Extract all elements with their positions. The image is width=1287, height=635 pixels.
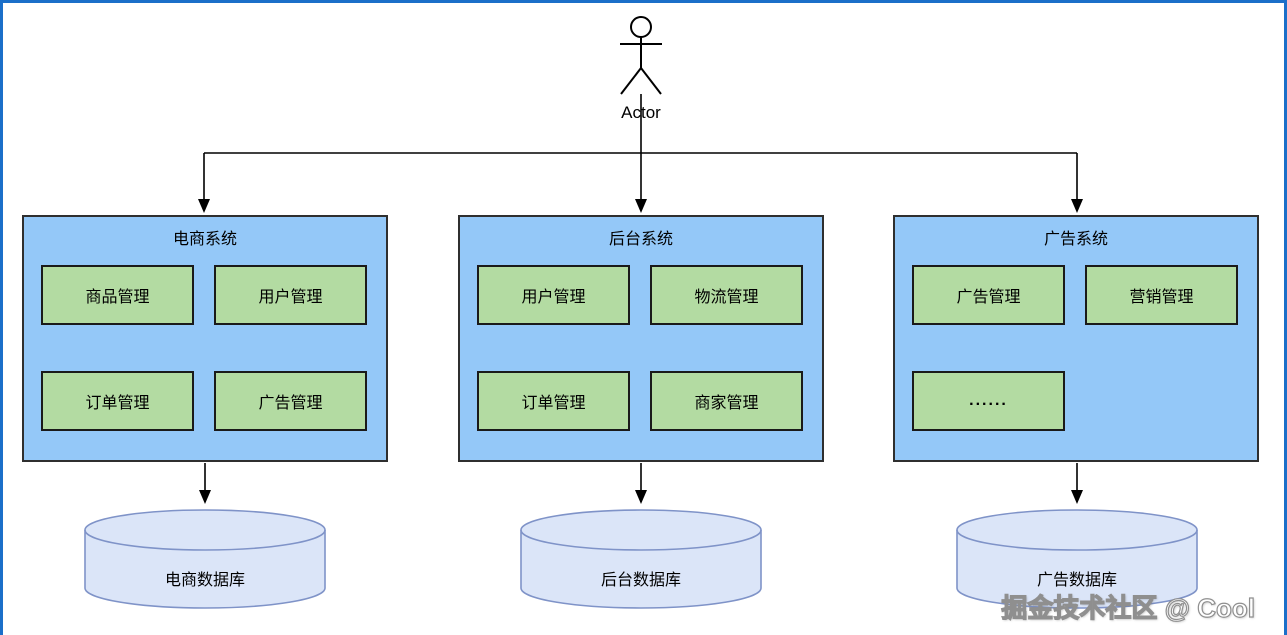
system-box-backend: 后台系统 用户管理 物流管理 订单管理 商家管理 [458,215,824,462]
system-box-ecommerce: 电商系统 商品管理 用户管理 订单管理 广告管理 [22,215,388,462]
actor-icon [620,16,662,95]
actor-label: Actor [621,103,661,122]
database-cylinders [84,509,1198,609]
ecommerce-db-cylinder [84,509,326,609]
database-label-backend: 后台数据库 [600,572,681,589]
backend-db-cylinder [520,509,762,609]
module-ad-management: 广告管理 [214,371,367,431]
module-ad-management: 广告管理 [912,265,1065,325]
database-label-ad: 广告数据库 [1036,572,1117,589]
system-title-ecommerce: 电商系统 [172,231,237,248]
module-marketing-management: 营销管理 [1085,265,1238,325]
module-ellipsis: ...... [912,371,1065,431]
module-user-management: 用户管理 [477,265,630,325]
system-title-advertising: 广告系统 [1043,231,1108,248]
module-logistics-management: 物流管理 [650,265,803,325]
watermark-text: 掘金技术社区 @ Cool [1001,592,1256,623]
module-order-management: 订单管理 [477,371,630,431]
system-box-advertising: 广告系统 广告管理 营销管理 ...... [893,215,1259,462]
database-label-ecommerce: 电商数据库 [164,572,245,589]
module-user-management: 用户管理 [214,265,367,325]
system-title-backend: 后台系统 [608,231,673,248]
module-order-management: 订单管理 [41,371,194,431]
module-product-management: 商品管理 [41,265,194,325]
ad-db-cylinder [956,509,1198,609]
connector-lines [198,94,1083,504]
module-merchant-management: 商家管理 [650,371,803,431]
